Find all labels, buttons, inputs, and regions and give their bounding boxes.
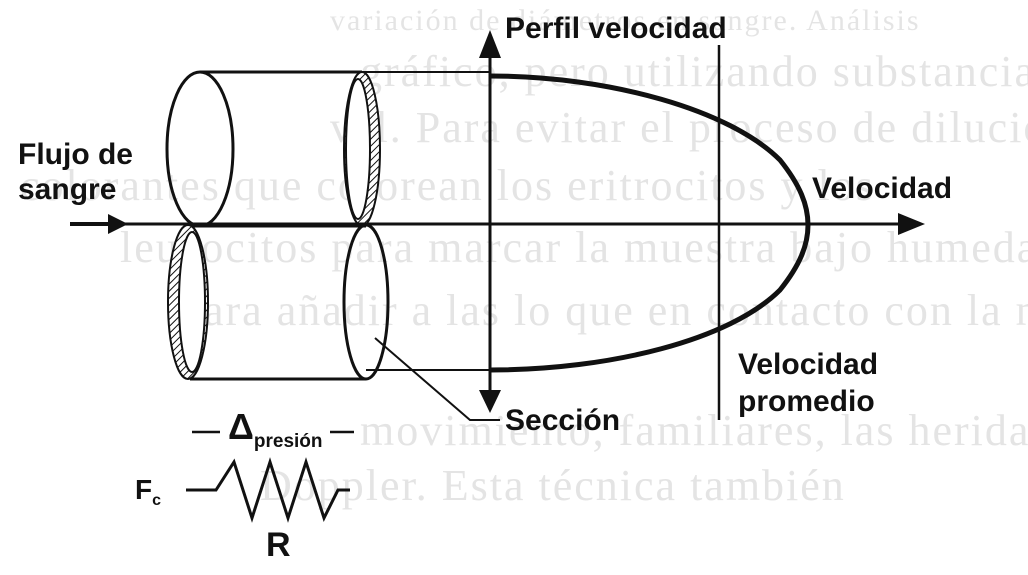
velocidad-promedio-line2: promedio bbox=[738, 385, 875, 418]
bleed-text-2: vel. Para evitar el proceso de dilución,… bbox=[330, 103, 1028, 152]
bleed-text-3: colorantes que colorean los eritrocitos … bbox=[20, 161, 875, 210]
delta-subscript: presión bbox=[253, 431, 323, 452]
lower-cylinder bbox=[167, 223, 390, 381]
delta-presion-label: Δpresión bbox=[228, 406, 323, 452]
velocidad-promedio-line1: Velocidad bbox=[738, 348, 879, 381]
blood-flow-arrow bbox=[70, 214, 128, 234]
velocidad-axis-label: Velocidad bbox=[812, 172, 953, 205]
resistor-icon bbox=[186, 457, 350, 523]
flujo-label-line2: sangre bbox=[18, 173, 117, 206]
seccion-label: Sección bbox=[505, 404, 621, 437]
fc-subscript: c bbox=[152, 492, 162, 509]
seccion-leader bbox=[374, 337, 500, 421]
bleed-text-7: Doppler. Esta técnica también bbox=[260, 461, 846, 510]
bleed-text-0: variación de diámetros en sangre. Anális… bbox=[330, 4, 921, 37]
bleed-text-6: movimiento, familiares, las heridas bbox=[360, 406, 1028, 455]
perfil-velocidad-label: Perfil velocidad bbox=[505, 12, 727, 45]
flujo-label-line1: Flujo de bbox=[18, 138, 133, 171]
delta-symbol: Δ bbox=[228, 406, 254, 447]
fc-label: Fc bbox=[135, 474, 162, 509]
bleed-text-4: leucocitos para marcar la muestra bajo h… bbox=[120, 223, 1028, 272]
velocity-axis bbox=[120, 213, 925, 235]
bleed-text-5: para añadir a las lo que en contacto con… bbox=[180, 286, 1028, 335]
fc-letter: F bbox=[135, 474, 153, 505]
section-axis bbox=[479, 30, 501, 413]
upper-cylinder bbox=[165, 70, 381, 228]
resistance-label: R bbox=[266, 526, 291, 564]
